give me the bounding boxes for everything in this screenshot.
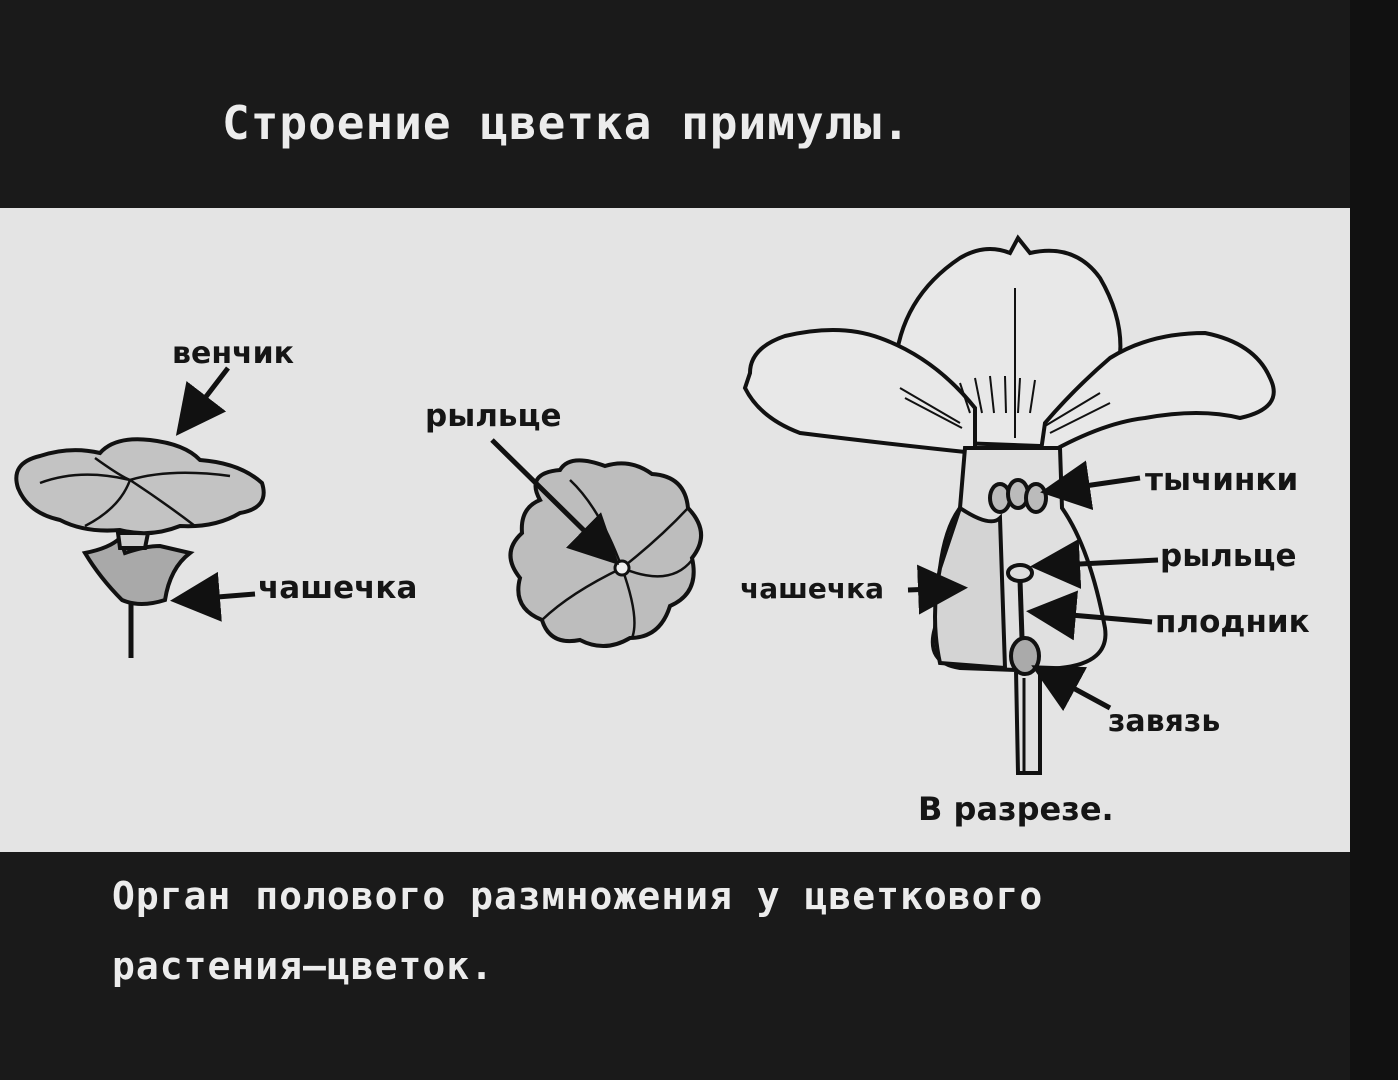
label-ovary: завязь [1108, 704, 1221, 739]
label-stigma-right: рыльце [1160, 538, 1297, 574]
label-stigma-top: рыльце [425, 398, 562, 434]
label-calyx-left: чашечка [258, 570, 418, 606]
primula-diagram [14, 234, 1276, 775]
label-pistil: плодник [1155, 604, 1310, 640]
caption-line-1: Орган полового размножения у цветкового [112, 874, 1044, 918]
side-view-flower [14, 437, 266, 658]
slide-title: Строение цветка примулы. [222, 96, 911, 150]
caption-line-2: растения—цветок. [112, 944, 495, 988]
film-edge [1350, 0, 1398, 1080]
cross-section-flower [742, 234, 1276, 775]
label-stamens: тычинки [1145, 462, 1299, 498]
label-section: В разрезе. [918, 790, 1114, 828]
label-calyx-right: чашечка [740, 572, 884, 605]
label-corolla: венчик [172, 336, 295, 371]
